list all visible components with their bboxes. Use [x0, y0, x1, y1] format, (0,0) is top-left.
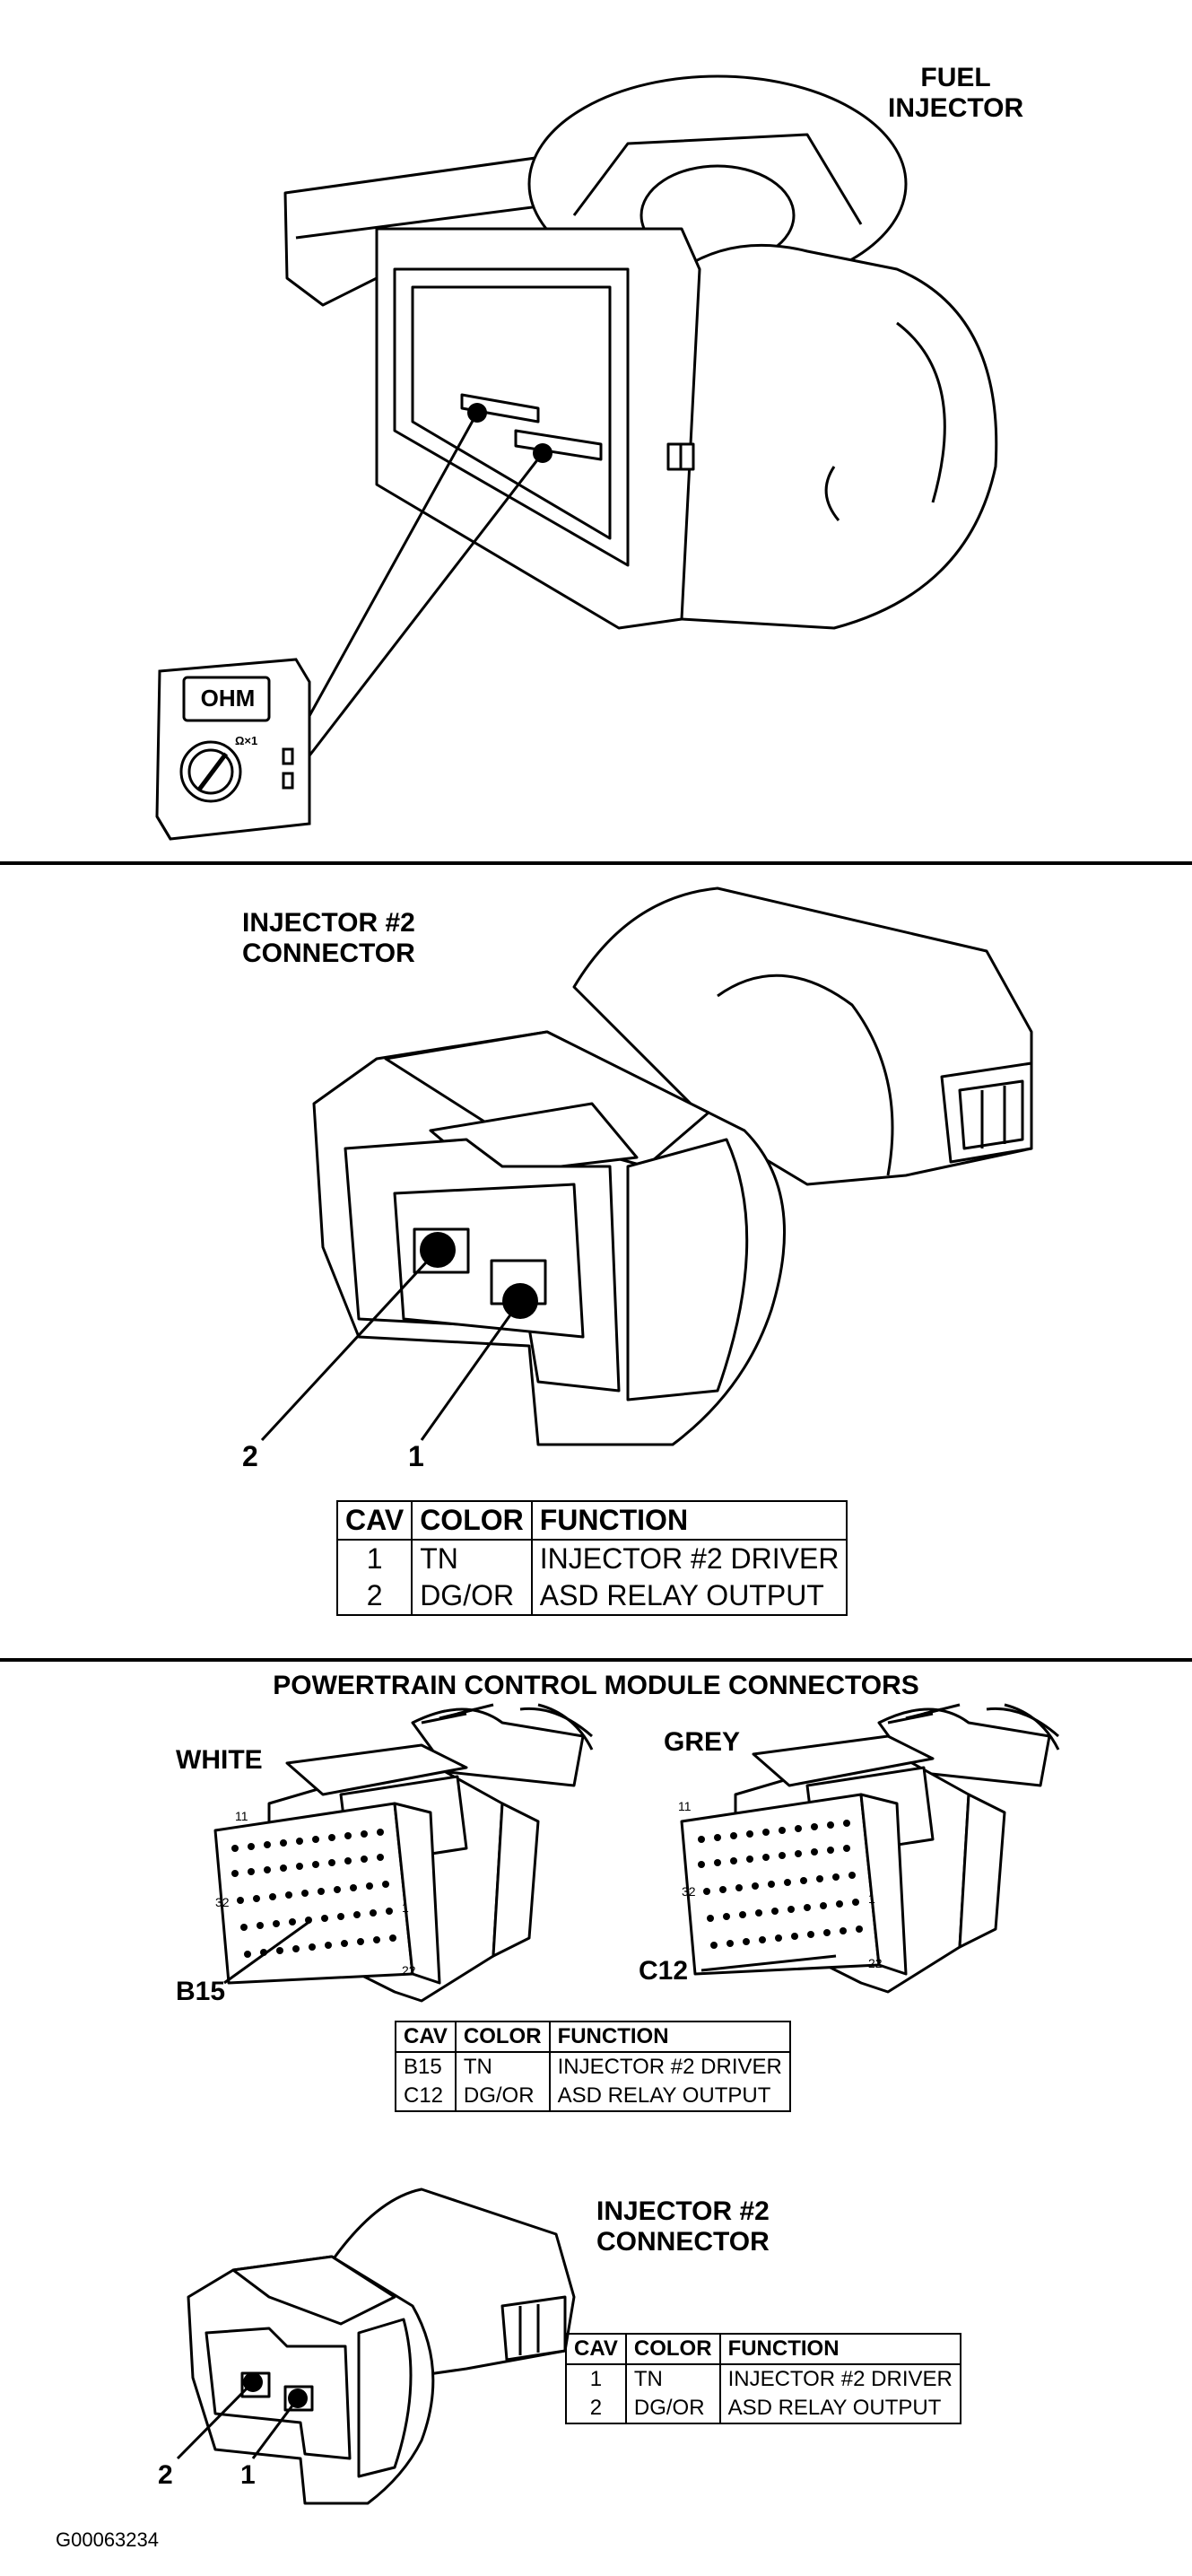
table-row: 1 TN INJECTOR #2 DRIVER	[335, 1540, 848, 1577]
pcm-pin-table: CAV COLOR FUNCTION B15 TN INJECTOR #2 DR…	[395, 2021, 791, 2112]
injector-terminal-1	[460, 393, 540, 424]
white-num-22: 22	[402, 1963, 416, 1978]
white-num-32: 32	[215, 1895, 230, 1909]
cell-function: INJECTOR #2 DRIVER	[718, 2364, 961, 2394]
pin-2-leader	[260, 1248, 439, 1442]
fuel-injector-drawing	[155, 74, 998, 841]
table-row: 2 DG/OR ASD RELAY OUTPUT	[335, 1577, 848, 1615]
c12-label: C12	[639, 1956, 689, 1986]
ohmmeter-display: OHM	[200, 685, 256, 712]
cell-color: DG/OR	[411, 1577, 533, 1615]
cell-color: TN	[411, 1540, 533, 1577]
grey-pcm-pin-grid	[698, 1820, 863, 1949]
meter-lead-2	[287, 452, 544, 783]
header-color: COLOR	[454, 2022, 551, 2053]
grey-num-11: 11	[678, 1799, 692, 1813]
white-pcm-connector	[213, 1703, 594, 2003]
injector-terminal-2	[514, 429, 603, 461]
cell-function: ASD RELAY OUTPUT	[530, 1577, 848, 1615]
white-num-11: 11	[235, 1809, 248, 1823]
section-divider-2	[0, 1658, 1192, 1662]
cell-color: DG/OR	[454, 2082, 551, 2111]
cell-color: TN	[454, 2052, 551, 2082]
table-header-row: CAV COLOR FUNCTION	[335, 1501, 848, 1541]
cell-cav: 1	[335, 1540, 413, 1577]
header-function: FUNCTION	[548, 2022, 791, 2053]
small-pin-1-leader	[251, 2397, 300, 2459]
cell-function: INJECTOR #2 DRIVER	[548, 2052, 791, 2082]
cell-cav: 1	[565, 2364, 627, 2394]
small-pin-2-label: 2	[158, 2460, 173, 2490]
fuel-injector-title-line1: FUEL	[920, 63, 991, 92]
white-pcm-pin-grid	[231, 1829, 396, 1958]
white-connector-label: WHITE	[176, 1745, 263, 1775]
header-color: COLOR	[624, 2334, 721, 2365]
figure-id: G00063234	[56, 2528, 159, 2551]
pin-1-leader	[420, 1300, 522, 1441]
table-row: 1 TN INJECTOR #2 DRIVER	[565, 2364, 961, 2394]
small-injector-connector-title-line1: INJECTOR #2	[596, 2196, 770, 2226]
injector-connector-title-line1: INJECTOR #2	[242, 908, 415, 938]
grey-num-32: 32	[682, 1884, 696, 1899]
header-function: FUNCTION	[530, 1501, 848, 1541]
grey-num-22: 22	[868, 1956, 883, 1970]
grey-connector-label: GREY	[664, 1727, 741, 1757]
header-cav: CAV	[395, 2022, 457, 2053]
cell-cav: C12	[395, 2082, 457, 2111]
ohmmeter	[155, 658, 311, 841]
small-injector-pin-table: CAV COLOR FUNCTION 1 TN INJECTOR #2 DRIV…	[565, 2333, 961, 2424]
grey-num-1: 1	[868, 1891, 875, 1906]
pcm-title: POWERTRAIN CONTROL MODULE CONNECTORS	[273, 1671, 919, 1700]
header-function: FUNCTION	[718, 2334, 961, 2365]
b15-leader	[223, 1919, 311, 1985]
cell-cav: 2	[565, 2394, 627, 2423]
table-row: C12 DG/OR ASD RELAY OUTPUT	[395, 2082, 791, 2111]
pin-1-label: 1	[408, 1440, 424, 1472]
white-num-1: 1	[402, 1900, 409, 1915]
cell-cav: 2	[335, 1577, 413, 1615]
injector-pin-table: CAV COLOR FUNCTION 1 TN INJECTOR #2 DRIV…	[335, 1500, 848, 1616]
table-header-row: CAV COLOR FUNCTION	[395, 2022, 791, 2053]
cell-color: DG/OR	[624, 2394, 721, 2423]
b15-label: B15	[176, 1977, 226, 2006]
fuel-injector-title-line2: INJECTOR	[888, 93, 1024, 123]
small-injector-connector-title-line2: CONNECTOR	[596, 2227, 770, 2257]
pin-2-label: 2	[242, 1440, 258, 1472]
table-row: 2 DG/OR ASD RELAY OUTPUT	[565, 2394, 961, 2423]
section-divider-1	[0, 861, 1192, 865]
cell-function: INJECTOR #2 DRIVER	[530, 1540, 848, 1577]
injector-connector-drawing	[260, 886, 1033, 1446]
grey-pcm-connector	[680, 1703, 1060, 1994]
cell-cav: B15	[395, 2052, 457, 2082]
small-connector-opening	[204, 2327, 352, 2460]
small-pin-2-leader	[176, 2380, 255, 2460]
ohmmeter-range-label: Ω×1	[235, 734, 258, 747]
header-cav: CAV	[335, 1501, 413, 1541]
cell-function: ASD RELAY OUTPUT	[718, 2394, 961, 2423]
header-cav: CAV	[565, 2334, 627, 2365]
table-header-row: CAV COLOR FUNCTION	[565, 2334, 961, 2365]
header-color: COLOR	[411, 1501, 533, 1541]
meter-lead-1	[285, 412, 479, 757]
small-pin-1-label: 1	[240, 2460, 256, 2490]
pcm-connectors-drawing	[213, 1703, 1060, 2003]
c12-leader	[700, 1954, 837, 1972]
cell-color: TN	[624, 2364, 721, 2394]
injector-connector-title-line2: CONNECTOR	[242, 939, 415, 968]
table-row: B15 TN INJECTOR #2 DRIVER	[395, 2052, 791, 2082]
cell-function: ASD RELAY OUTPUT	[548, 2082, 791, 2111]
